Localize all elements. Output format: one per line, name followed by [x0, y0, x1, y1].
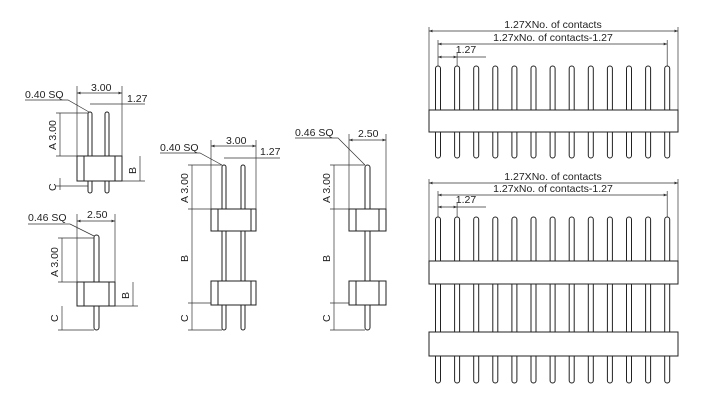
front-view-dual-body: 1.27XNo. of contacts 1.27xNo. of contact…	[428, 171, 679, 384]
c-dim-label: C	[179, 314, 191, 322]
pitch-label: 1.27	[456, 194, 477, 206]
pin-span-label: 1.27xNo. of contacts-1.27	[493, 32, 613, 44]
pin	[645, 216, 652, 384]
width-label: 3.00	[226, 135, 247, 147]
a-dim-label: A 3.00	[47, 120, 59, 150]
pin	[492, 216, 499, 384]
pin	[626, 216, 632, 384]
b-dim-label: B	[321, 255, 333, 262]
pin	[549, 216, 556, 384]
pin-span-label: 1.27xNo. of contacts-1.27	[493, 183, 613, 195]
side-view-dual-body-one-pin: 2.50 0.46 SQ A 3.00 B C	[295, 127, 387, 331]
pin	[664, 216, 671, 384]
width-label: 2.50	[87, 209, 108, 221]
b-dim-label: B	[127, 167, 139, 174]
pin	[606, 216, 613, 384]
c-dim-label: C	[47, 183, 59, 191]
c-dim-label: C	[49, 314, 61, 322]
side-view-dual-body-two-pins: 3.00 1.27 0.40 SQ A 3.00 B C	[160, 135, 281, 331]
housing	[428, 260, 679, 285]
total-length-label: 1.27XNo. of contacts	[504, 19, 601, 31]
pin-size-label: 0.40 SQ	[25, 89, 64, 101]
pin	[568, 216, 575, 384]
pin	[511, 216, 518, 384]
pin	[530, 216, 537, 384]
pin	[473, 216, 480, 384]
housing	[428, 109, 679, 133]
width-label: 2.50	[358, 128, 379, 140]
b-dim-label: B	[179, 255, 191, 262]
a-dim-label: A 3.00	[321, 173, 333, 203]
pitch-label: 1.27	[260, 146, 281, 158]
pin	[454, 216, 461, 384]
side-view-single-body-two-pins: 3.00 1.27 0.40 SQ A 3.00 B C	[25, 82, 148, 194]
pin-size-label: 0.46 SQ	[28, 212, 67, 224]
housing	[428, 331, 679, 357]
c-dim-label: C	[321, 314, 333, 322]
pin	[587, 216, 594, 384]
pitch-label: 1.27	[456, 44, 477, 56]
pitch-label: 1.27	[127, 93, 148, 105]
a-dim-label: A 3.00	[49, 247, 61, 277]
pin-size-label: 0.40 SQ	[160, 142, 199, 154]
total-length-label: 1.27XNo. of contacts	[504, 171, 601, 183]
a-dim-label: A 3.00	[179, 173, 191, 203]
b-dim-label: B	[120, 292, 132, 299]
front-view-single-body: 1.27XNo. of contacts 1.27xNo. of contact…	[428, 19, 679, 159]
side-view-single-body-one-pin: 2.50 0.46 SQ A 3.00 B C	[28, 209, 138, 331]
pin	[435, 216, 441, 384]
pin-size-label: 0.46 SQ	[295, 127, 334, 139]
width-label: 3.00	[91, 82, 112, 94]
